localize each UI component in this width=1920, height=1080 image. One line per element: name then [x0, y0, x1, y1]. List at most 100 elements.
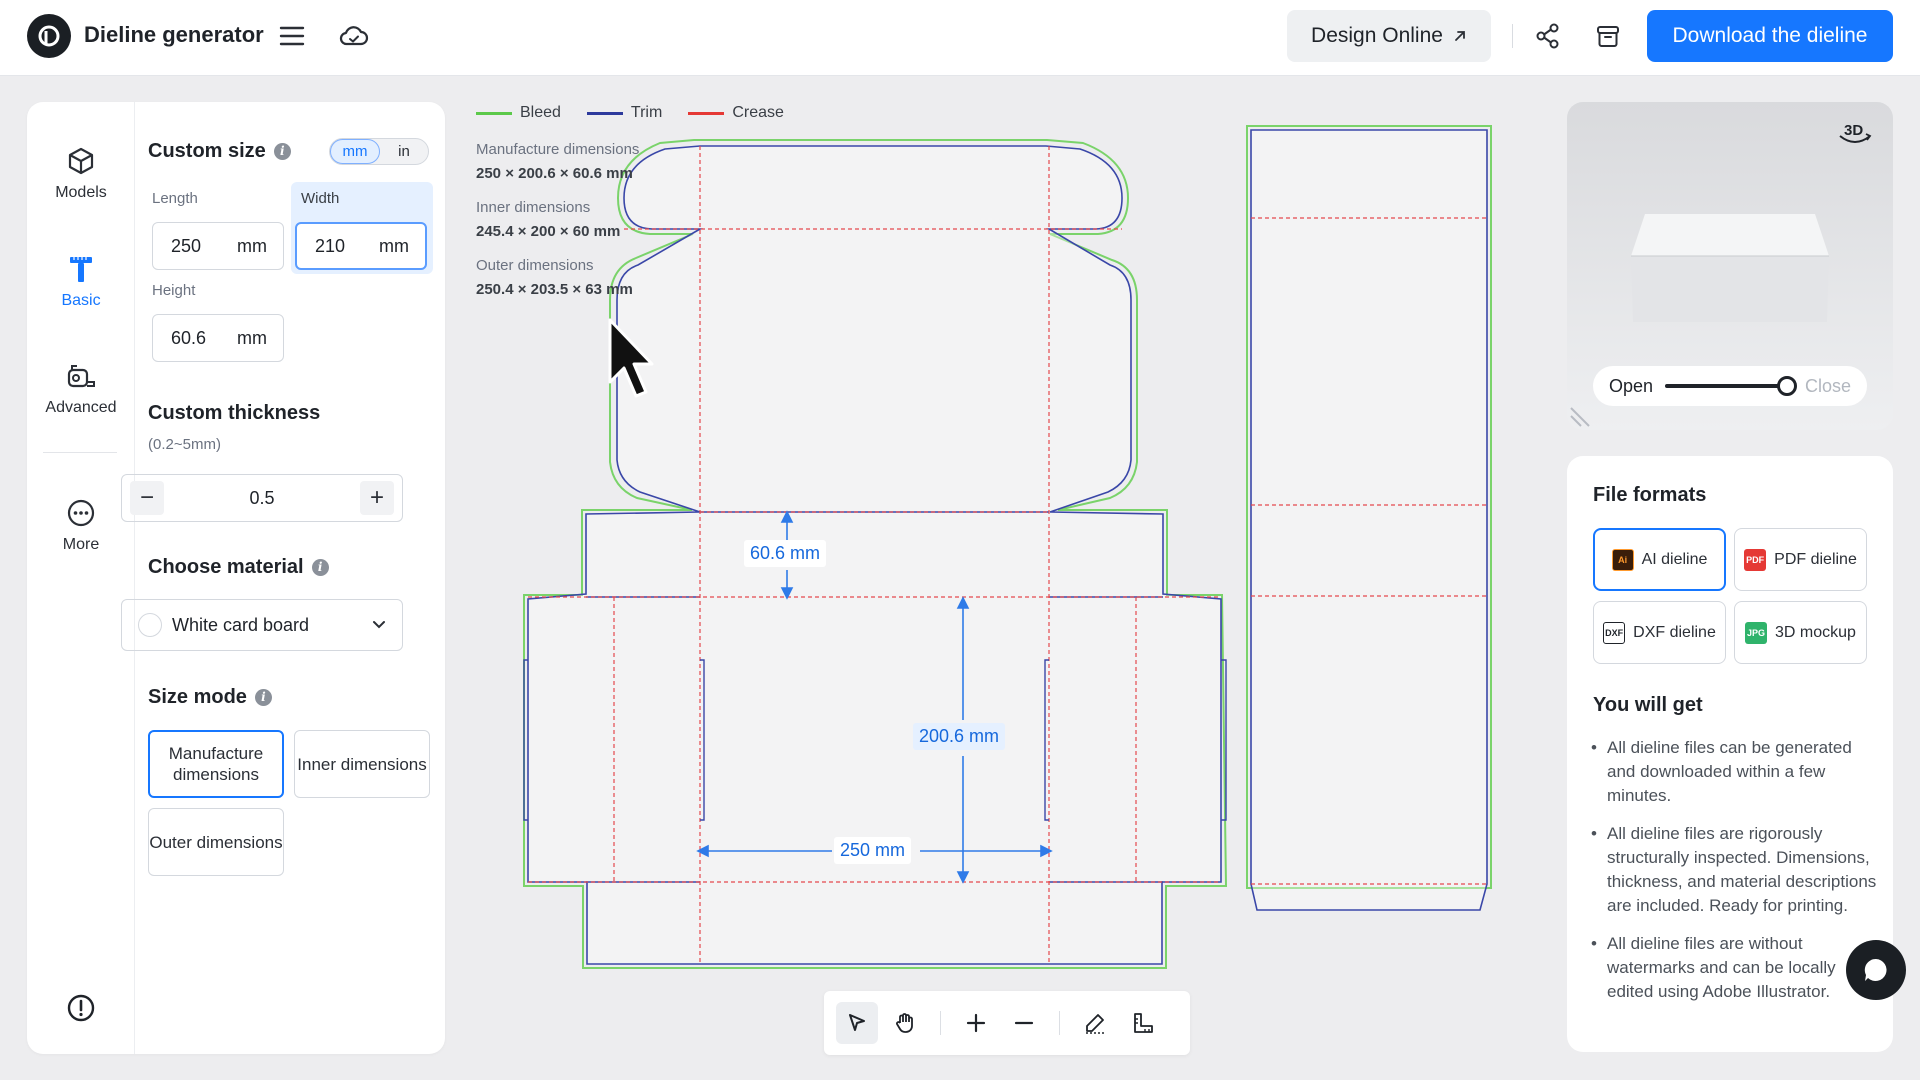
crease-lines — [528, 146, 1221, 964]
select-tool-button[interactable] — [836, 1002, 878, 1044]
share-icon — [1536, 23, 1559, 49]
slider-track[interactable] — [1665, 376, 1797, 396]
3d-rotate-icon: 3D — [1839, 122, 1872, 143]
3d-preview-panel[interactable]: 3D Open Close — [1567, 102, 1893, 430]
thickness-stepper: − 0.5 + — [121, 474, 403, 522]
manufacture-dims-label: Manufacture dimensions — [476, 141, 640, 158]
design-online-button[interactable]: Design Online — [1287, 10, 1491, 62]
3d-view-toggle[interactable]: 3D — [1835, 118, 1875, 148]
pan-tool-button[interactable] — [884, 1002, 926, 1044]
pdf-file-icon: PDF — [1744, 548, 1767, 571]
format-3d-mockup-button[interactable]: JPG 3D mockup — [1734, 601, 1867, 664]
more-dots-icon — [67, 499, 95, 527]
zoom-out-button[interactable] — [1003, 1002, 1045, 1044]
material-select[interactable]: White card board — [121, 599, 403, 651]
length-input[interactable]: 250 mm — [152, 222, 284, 270]
zoom-in-button[interactable] — [955, 1002, 997, 1044]
slider-thumb[interactable] — [1776, 376, 1797, 396]
height-arrowhead-bottom — [780, 587, 794, 600]
dim-label-depth: 200.6 mm — [913, 723, 1006, 750]
toolbar-separator — [940, 1011, 941, 1035]
svg-text:3D: 3D — [1844, 122, 1863, 139]
resize-corner-icon[interactable] — [1567, 394, 1603, 430]
height-label: Height — [152, 282, 196, 299]
jpg-file-icon: JPG — [1745, 621, 1768, 644]
strip-trim — [1250, 129, 1488, 911]
nav-item-basic[interactable]: Basic — [27, 240, 135, 324]
size-mode-inner-button[interactable]: Inner dimensions — [294, 730, 430, 798]
length-label: Length — [152, 190, 198, 207]
height-value: 60.6 — [171, 327, 207, 348]
material-swatch — [138, 613, 162, 637]
manufacture-dims-value: 250 × 200.6 × 60.6 mm — [476, 165, 633, 182]
format-pdf-button[interactable]: PDF PDF dieline — [1734, 528, 1867, 591]
cloud-save-button[interactable] — [336, 18, 372, 54]
nav-label-basic: Basic — [61, 292, 101, 309]
ruler-corner-icon — [1134, 1013, 1153, 1033]
nav-item-models[interactable]: Models — [27, 132, 135, 216]
inner-dims-value: 245.4 × 200 × 60 mm — [476, 223, 621, 240]
dim-label-height: 60.6 mm — [744, 540, 827, 567]
format-ai-button[interactable]: Ai AI dieline — [1593, 528, 1726, 591]
dieline-main — [523, 139, 1228, 969]
format-3d-mockup-label: 3D mockup — [1775, 623, 1856, 641]
cloud-icon — [339, 26, 369, 46]
thickness-title: Custom thickness — [148, 402, 321, 424]
length-unit: mm — [237, 235, 267, 256]
benefit-item: All dieline files can be generated and d… — [1591, 736, 1883, 808]
thickness-value[interactable]: 0.5 — [249, 487, 275, 508]
app-logo[interactable] — [27, 14, 71, 58]
height-unit: mm — [237, 327, 267, 348]
legend-swatch-crease — [688, 111, 725, 115]
box-mockup-image — [1631, 214, 1829, 322]
size-mode-outer-button[interactable]: Outer dimensions — [148, 808, 284, 876]
measure-tape-icon — [67, 365, 95, 388]
depth-arrowhead-top — [956, 596, 970, 609]
chat-button[interactable] — [1846, 940, 1906, 1000]
top-header: Dieline generator Design Online D — [0, 0, 1920, 76]
length-value: 250 — [171, 235, 202, 256]
format-dxf-button[interactable]: DXF DXF dieline — [1593, 601, 1726, 664]
slider-close-label: Close — [1804, 375, 1851, 396]
thickness-increment-button[interactable]: + — [360, 481, 394, 515]
measure-tool-button[interactable] — [1122, 1002, 1164, 1044]
size-mode-manufacture-button[interactable]: Manufacture dimensions — [148, 730, 284, 798]
height-input[interactable]: 60.6 mm — [152, 314, 284, 362]
download-dieline-button[interactable]: Download the dieline — [1647, 10, 1893, 62]
nav-divider — [43, 452, 117, 453]
unit-toggle: mm in — [329, 138, 429, 165]
external-arrow-icon — [1455, 31, 1465, 41]
app-title: Dieline generator — [84, 22, 264, 47]
strip-creases — [1251, 217, 1487, 885]
size-mode-title: Size mode i — [148, 686, 272, 709]
height-arrowhead-top — [780, 510, 794, 523]
width-input[interactable]: 210 mm — [295, 222, 427, 270]
strip-bleed — [1246, 125, 1492, 889]
thickness-decrement-button[interactable]: − — [130, 481, 164, 515]
trim-outline — [527, 145, 1222, 965]
open-close-slider[interactable]: Open Close — [1593, 366, 1867, 406]
legend-label-trim: Trim — [630, 104, 663, 121]
ruler-t-icon — [70, 257, 92, 282]
menu-button[interactable] — [274, 18, 310, 54]
annotate-tool-button[interactable] — [1074, 1002, 1116, 1044]
unit-option-in[interactable]: in — [398, 143, 410, 160]
archive-button[interactable] — [1590, 18, 1626, 54]
size-mode-title-text: Size mode — [148, 686, 247, 708]
hamburger-menu-icon — [279, 26, 305, 46]
info-icon[interactable]: i — [273, 142, 291, 160]
nav-item-more[interactable]: More — [27, 484, 135, 568]
unit-option-mm[interactable]: mm — [330, 139, 380, 164]
inner-dims-label: Inner dimensions — [476, 199, 591, 216]
nav-item-advanced[interactable]: Advanced — [27, 347, 135, 431]
width-unit: mm — [379, 235, 409, 256]
material-info-icon[interactable]: i — [311, 558, 329, 576]
outer-dims-label: Outer dimensions — [476, 257, 594, 274]
size-mode-info-icon[interactable]: i — [254, 688, 272, 706]
settings-panel: Models Basic Advanced — [27, 102, 445, 1054]
share-button[interactable] — [1530, 18, 1566, 54]
design-online-label: Design Online — [1311, 24, 1443, 47]
feedback-button[interactable] — [63, 990, 99, 1026]
